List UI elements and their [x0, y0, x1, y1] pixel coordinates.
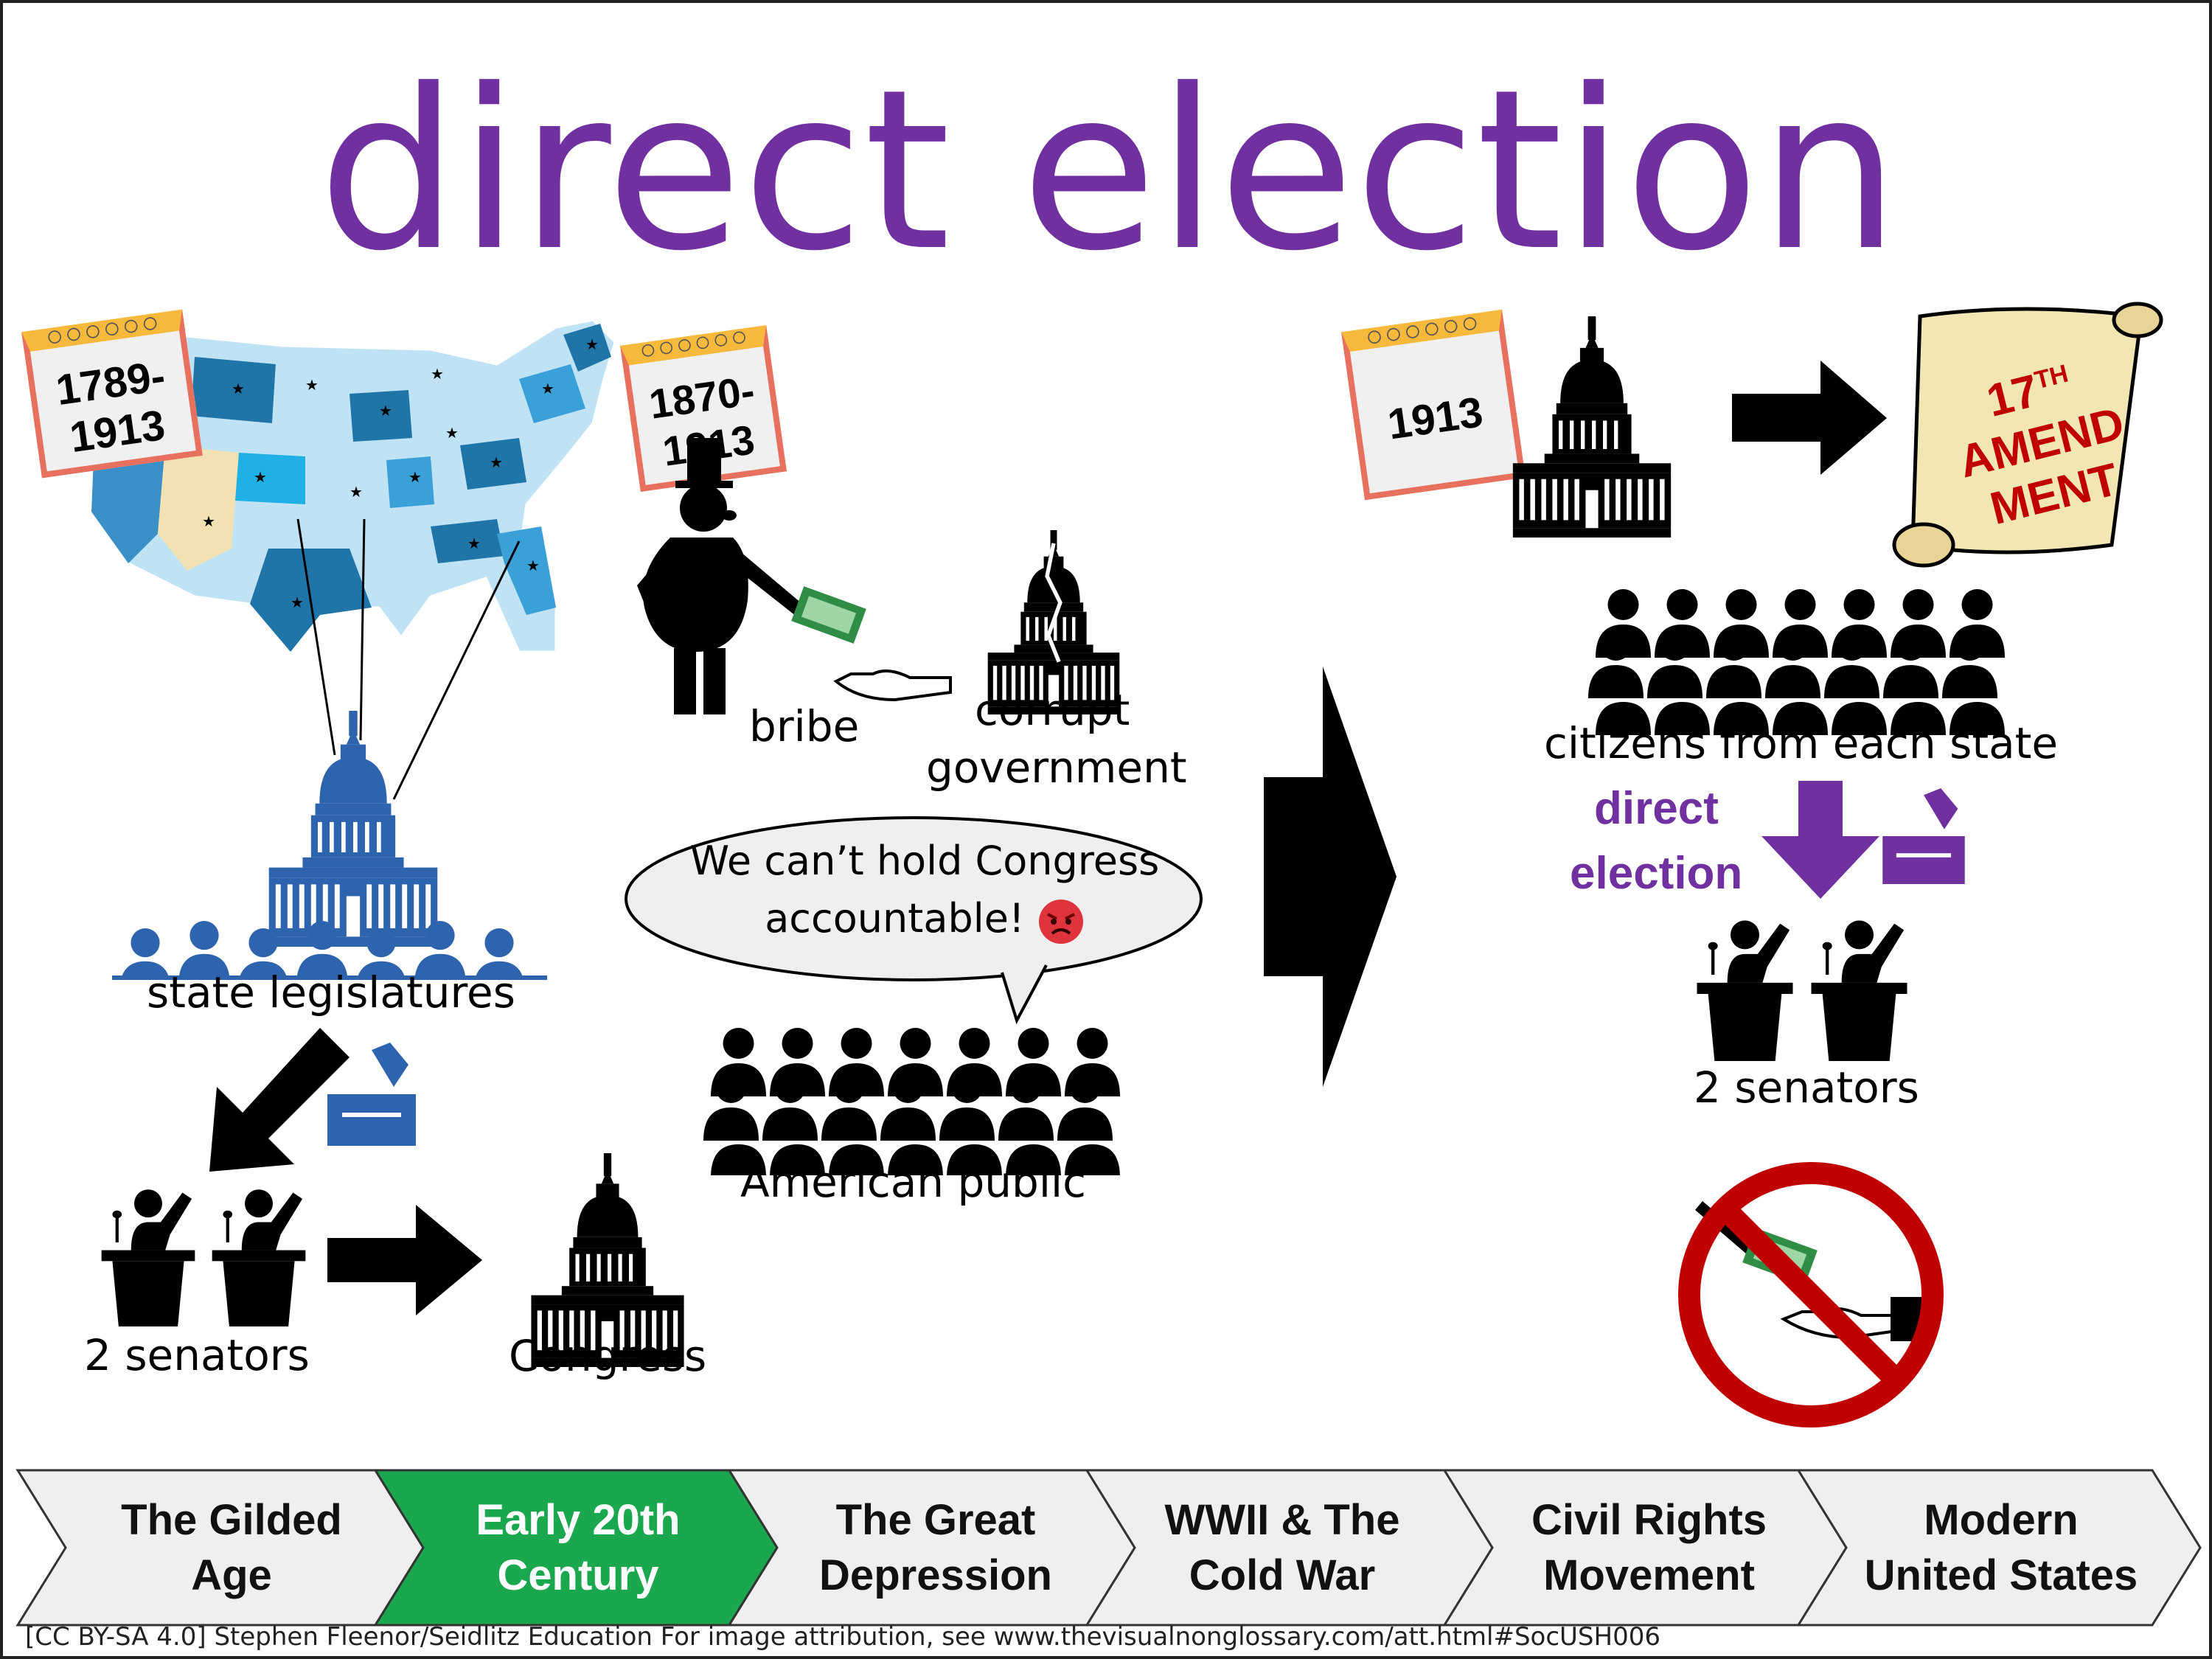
senators-label-right: 2 senators — [1694, 1062, 1919, 1113]
svg-text:★: ★ — [291, 594, 304, 611]
amendment-scroll — [1892, 302, 2163, 568]
timeline-label-line2: Movement — [1543, 1551, 1755, 1599]
svg-text:★: ★ — [431, 365, 444, 383]
svg-text:★: ★ — [585, 335, 599, 353]
us-map: ★ ★ ★ ★ ★ ★ ★ ★ ★ ★ ★ ★ ★ ★ ★ — [90, 319, 616, 654]
state-legislatures-label: state legislatures — [147, 967, 515, 1018]
timeline-label-line2: Cold War — [1189, 1551, 1376, 1599]
direct-election-label-line2: election — [1570, 848, 1743, 899]
direct-election-label-line1: direct — [1594, 783, 1719, 834]
svg-text:★: ★ — [305, 376, 319, 394]
angry-face-icon — [1038, 899, 1083, 944]
timeline-label-line2: Depression — [819, 1551, 1052, 1599]
timeline-label-line2: United States — [1864, 1551, 2138, 1599]
svg-text:★: ★ — [202, 512, 215, 530]
attribution-footer: [CC BY-SA 4.0] Stephen Fleenor/Seidlitz … — [25, 1622, 1660, 1652]
speech-text: We can’t hold Congress accountable! — [644, 832, 1205, 948]
svg-text:★: ★ — [541, 380, 554, 397]
american-public-label: American public — [740, 1157, 1086, 1207]
svg-text:★: ★ — [254, 468, 267, 486]
corrupt-government-label-line1: corrupt — [975, 685, 1130, 735]
arrow-right — [327, 1205, 482, 1315]
legislature-crowd — [112, 921, 547, 980]
svg-text:★: ★ — [408, 468, 422, 486]
timeline-chevrons — [15, 1469, 2202, 1627]
timeline-label-line1: The Gilded — [121, 1495, 342, 1544]
congress-label: Congress — [509, 1331, 707, 1381]
svg-text:★: ★ — [232, 380, 245, 397]
citizens-label: citizens from each state — [1544, 718, 2059, 768]
timeline-label-line1: Early 20th — [476, 1495, 681, 1544]
svg-text:★: ★ — [526, 557, 540, 574]
svg-text:★: ★ — [349, 483, 363, 501]
arrow-right-to-scroll — [1732, 361, 1887, 475]
bribe-label: bribe — [749, 701, 860, 751]
timeline-label-line2: Century — [497, 1551, 659, 1599]
bribing-man-icon — [637, 438, 866, 714]
speech-line-1: We can’t hold Congress — [689, 838, 1160, 884]
timeline-label-line1: Modern — [1924, 1495, 2079, 1544]
capitol-building-corrupt — [987, 530, 1120, 714]
speech-line-2: accountable! — [644, 890, 1205, 947]
connector-lines — [296, 518, 521, 800]
open-hand-icon — [833, 669, 952, 702]
purple-arrow-down — [1761, 781, 1879, 899]
svg-text:★: ★ — [467, 535, 481, 552]
svg-text:★: ★ — [379, 402, 392, 420]
corrupt-government-label-line2: government — [926, 742, 1187, 793]
arrow-down-left — [209, 1028, 349, 1172]
speech-line-2-text: accountable! — [765, 895, 1025, 942]
big-arrow-right — [1264, 667, 1397, 1087]
timeline-tab-modern[interactable] — [1796, 1469, 2202, 1627]
timeline-label-line2: Age — [191, 1551, 272, 1599]
page-title: direct election — [318, 42, 1900, 299]
svg-text:★: ★ — [445, 424, 459, 442]
timeline-label-line1: Civil Rights — [1531, 1495, 1767, 1544]
svg-text:★: ★ — [490, 453, 503, 471]
timeline-label-line1: The Great — [835, 1495, 1036, 1544]
no-bribery-icon — [1678, 1162, 1944, 1427]
senators-label-left: 2 senators — [84, 1330, 310, 1380]
timeline-label-line1: WWII & The — [1164, 1495, 1400, 1544]
